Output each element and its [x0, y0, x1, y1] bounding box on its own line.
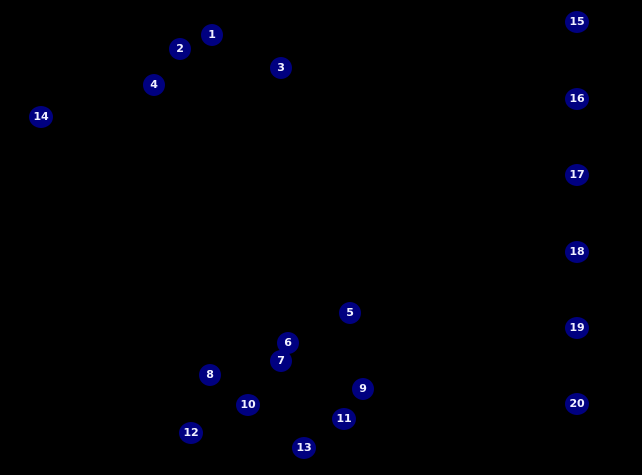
mark-17[interactable]: 17 [565, 164, 589, 186]
mark-10[interactable]: 10 [236, 394, 260, 416]
mark-4[interactable]: 4 [143, 74, 165, 96]
mark-2[interactable]: 2 [169, 38, 191, 60]
mark-19[interactable]: 19 [565, 317, 589, 339]
mark-13[interactable]: 13 [292, 437, 316, 459]
mark-5[interactable]: 5 [339, 302, 361, 324]
mark-8[interactable]: 8 [199, 364, 221, 386]
mark-3[interactable]: 3 [270, 57, 292, 79]
mark-16[interactable]: 16 [565, 88, 589, 110]
mark-9[interactable]: 9 [352, 378, 374, 400]
mark-12[interactable]: 12 [179, 422, 203, 444]
mark-15[interactable]: 15 [565, 11, 589, 33]
mark-7[interactable]: 7 [270, 350, 292, 372]
mark-14[interactable]: 14 [29, 106, 53, 128]
mark-11[interactable]: 11 [332, 408, 356, 430]
mark-18[interactable]: 18 [565, 241, 589, 263]
mark-20[interactable]: 20 [565, 393, 589, 415]
mark-1[interactable]: 1 [201, 24, 223, 46]
mark-6[interactable]: 6 [277, 332, 299, 354]
